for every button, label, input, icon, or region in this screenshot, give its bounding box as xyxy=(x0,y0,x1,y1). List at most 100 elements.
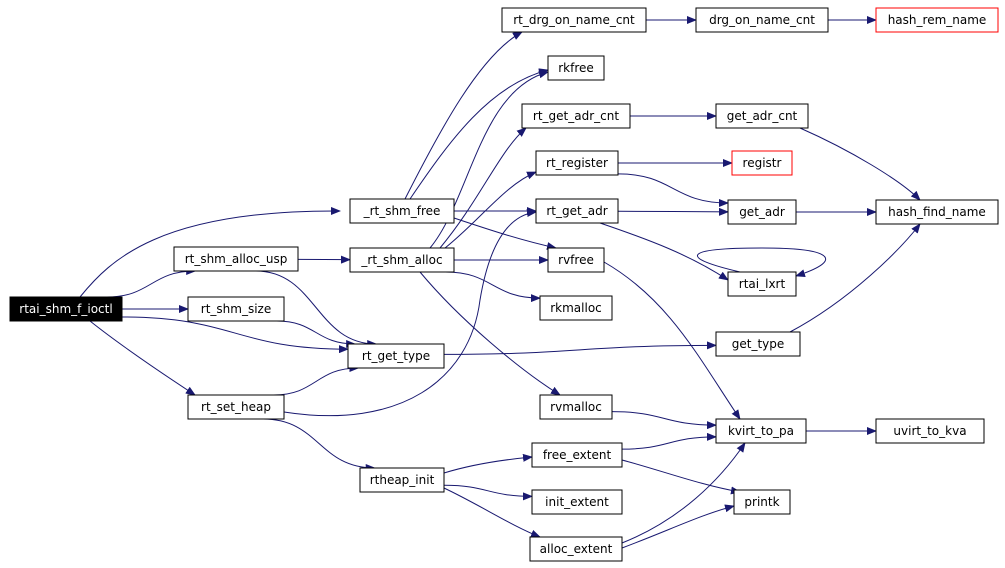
edge--rt-shm-alloc-to-rvmalloc xyxy=(419,271,561,396)
node-drg-on-name-cnt[interactable]: drg_on_name_cnt xyxy=(695,7,829,33)
node-box xyxy=(715,331,801,357)
node-label: rt_shm_size xyxy=(201,302,271,316)
node-uvirt-to-kva[interactable]: uvirt_to_kva xyxy=(875,418,985,444)
node-hash-find-name[interactable]: hash_find_name xyxy=(875,199,999,225)
node-rtheap-init[interactable]: rtheap_init xyxy=(359,467,445,493)
node-rvmalloc[interactable]: rvmalloc xyxy=(539,394,613,420)
edge-rtai-shm-f-ioctl-to-rt-set-heap xyxy=(89,320,196,396)
node-box xyxy=(347,343,445,369)
node-box xyxy=(731,150,793,176)
node-rt-drg-on-name-cnt[interactable]: rt_drg_on_name_cnt xyxy=(501,7,647,33)
node-get-adr-cnt[interactable]: get_adr_cnt xyxy=(715,103,809,129)
node-rt-get-type[interactable]: rt_get_type xyxy=(347,343,445,369)
edge-get-type-to-hash-find-name xyxy=(789,223,921,333)
node-label: rtheap_init xyxy=(370,473,435,487)
edge-rtai-shm-f-ioctl-to--rt-shm-free xyxy=(79,206,341,298)
node-registr[interactable]: registr xyxy=(731,150,793,176)
node-hash-rem-name[interactable]: hash_rem_name xyxy=(875,7,999,33)
edge-rtheap-init-to-alloc-extent xyxy=(443,487,541,538)
edge-rt-get-type-to-get-type xyxy=(443,341,717,355)
node-init-extent[interactable]: init_extent xyxy=(531,489,623,515)
node-label: drg_on_name_cnt xyxy=(709,13,815,27)
node-label: hash_find_name xyxy=(888,205,986,219)
node-box xyxy=(727,271,797,297)
node-label: printk xyxy=(744,495,779,509)
node-box xyxy=(875,7,999,33)
node-rtai-lxrt[interactable]: rtai_lxrt xyxy=(727,271,797,297)
edge-alloc-extent-to-kvirt-to-pa xyxy=(621,442,746,544)
node-label: rt_register xyxy=(546,156,608,170)
edge-free-extent-to-printk xyxy=(621,459,741,495)
node-box xyxy=(695,7,829,33)
edge-rt-get-adr-to-get-adr xyxy=(617,207,729,216)
edge-alloc-extent-to-printk xyxy=(621,504,735,549)
edges-layer xyxy=(79,16,921,549)
node-label: free_extent xyxy=(543,448,612,462)
edge--rt-shm-free-to-rkfree xyxy=(409,68,549,200)
node-rvfree[interactable]: rvfree xyxy=(547,247,605,273)
node-box xyxy=(173,246,299,272)
edge-rvfree-to-kvirt-to-pa xyxy=(603,261,741,420)
node-box xyxy=(715,418,807,444)
edge-rtai-shm-f-ioctl-to-rt-shm-alloc-usp xyxy=(106,267,197,298)
node-label: get_adr_cnt xyxy=(727,109,798,123)
node-rt-register[interactable]: rt_register xyxy=(535,150,619,176)
edge-rt-set-heap-to-rt-get-adr xyxy=(283,209,537,417)
node-rt-shm-free[interactable]: _rt_shm_free xyxy=(349,198,455,224)
node-rkmalloc[interactable]: rkmalloc xyxy=(539,295,613,321)
node-get-type[interactable]: get_type xyxy=(715,331,801,357)
node-free-extent[interactable]: free_extent xyxy=(531,442,623,468)
node-label: alloc_extent xyxy=(540,542,613,556)
edge-free-extent-to-kvirt-to-pa xyxy=(621,432,717,450)
node-box xyxy=(875,199,999,225)
node-alloc-extent[interactable]: alloc_extent xyxy=(529,536,623,562)
node-box xyxy=(359,467,445,493)
node-box xyxy=(715,103,809,129)
node-box xyxy=(539,394,613,420)
node-label: registr xyxy=(743,156,782,170)
edge-rtheap-init-to-init-extent xyxy=(443,484,533,501)
node-label: get_adr xyxy=(739,205,785,219)
node-box xyxy=(187,394,285,420)
node-rt-shm-size[interactable]: rt_shm_size xyxy=(187,296,285,322)
node-box xyxy=(349,198,455,224)
node-rt-shm-alloc[interactable]: _rt_shm_alloc xyxy=(349,247,455,273)
nodes-layer: rtai_shm_f_ioctl rt_shm_alloc_usp rt_shm_s… xyxy=(9,7,999,562)
node-label: rkfree xyxy=(558,61,594,75)
node-label: rt_get_adr_cnt xyxy=(533,109,619,123)
edge--rt-shm-alloc-to-rkmalloc xyxy=(445,271,541,303)
node-kvirt-to-pa[interactable]: kvirt_to_pa xyxy=(715,418,807,444)
node-label: rvfree xyxy=(558,253,594,267)
edge-rt-get-adr-to-rtai-lxrt xyxy=(599,222,729,281)
node-rt-get-adr-cnt[interactable]: rt_get_adr_cnt xyxy=(521,103,631,129)
edge-rt-shm-alloc-usp-to-rt-get-type xyxy=(255,270,378,348)
node-box xyxy=(547,55,605,81)
edge--rt-shm-alloc-to-rt-register xyxy=(444,171,537,249)
edge-rtai-shm-f-ioctl-to-rt-get-type xyxy=(121,316,349,354)
node-box xyxy=(727,199,797,225)
node-label: rt_get_adr xyxy=(546,204,607,218)
node-box xyxy=(535,150,619,176)
node-printk[interactable]: printk xyxy=(733,489,791,515)
node-box xyxy=(547,247,605,273)
node-rt-shm-alloc-usp[interactable]: rt_shm_alloc_usp xyxy=(173,246,299,272)
node-box xyxy=(531,442,623,468)
node-label: init_extent xyxy=(545,495,609,509)
edge-get-adr-cnt-to-hash-find-name xyxy=(799,127,921,201)
node-label: rt_drg_on_name_cnt xyxy=(513,13,635,27)
edge-rtai-lxrt-to-rtai-lxrt xyxy=(696,247,827,278)
node-label: hash_rem_name xyxy=(888,13,987,27)
edge-rt-set-heap-to-rtheap-init xyxy=(263,418,376,472)
node-rt-set-heap[interactable]: rt_set_heap xyxy=(187,394,285,420)
node-rtai-shm-f-ioctl[interactable]: rtai_shm_f_ioctl xyxy=(9,296,123,322)
node-label: rkmalloc xyxy=(550,301,602,315)
node-rkfree[interactable]: rkfree xyxy=(547,55,605,81)
edge-rt-register-to-get-adr xyxy=(617,173,729,207)
node-rt-get-adr[interactable]: rt_get_adr xyxy=(535,198,619,224)
node-get-adr[interactable]: get_adr xyxy=(727,199,797,225)
node-box xyxy=(529,536,623,562)
node-label: rtai_lxrt xyxy=(739,277,786,291)
node-box xyxy=(733,489,791,515)
node-box xyxy=(187,296,285,322)
